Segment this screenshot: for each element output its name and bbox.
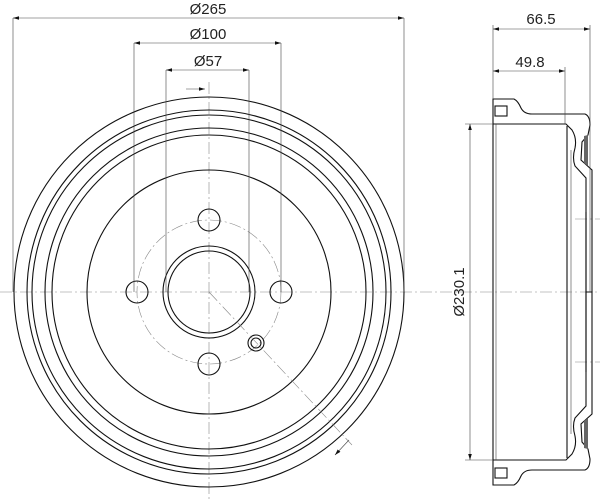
- inner-depth-label: 49.8: [515, 54, 544, 71]
- side-section-view: 66.5 49.8 Ø230.1: [420, 11, 600, 486]
- bolt-hole-left: [125, 280, 149, 304]
- rim-circle-4: [44, 127, 374, 457]
- flange-notch: [494, 105, 508, 117]
- braking-diameter-label: Ø230.1: [451, 267, 468, 316]
- braking-surface-circle: [51, 134, 367, 450]
- rim-circle-3: [31, 114, 387, 470]
- center-bore-label: Ø57: [194, 53, 222, 70]
- bolt-circle-label: Ø100: [190, 26, 227, 43]
- center-bore-circle: [167, 250, 251, 334]
- web-circle: [86, 169, 332, 415]
- diagonal-centerline: [208, 291, 353, 446]
- locating-hole-inner: [250, 337, 262, 349]
- hub-outer-circle: [162, 245, 256, 339]
- total-height-label: 66.5: [526, 11, 555, 28]
- diagonal-arrow: [334, 439, 350, 456]
- outer-diameter-label: Ø265: [190, 1, 227, 18]
- bolt-hole-bottom: [197, 352, 221, 376]
- locating-hole-outer: [247, 334, 265, 352]
- bolt-hole-top: [197, 208, 221, 232]
- rim-circle-2: [26, 109, 392, 475]
- section-bottom: [492, 291, 593, 486]
- section-top: [492, 98, 593, 293]
- front-view: Ø265 Ø100 Ø57: [0, 1, 420, 500]
